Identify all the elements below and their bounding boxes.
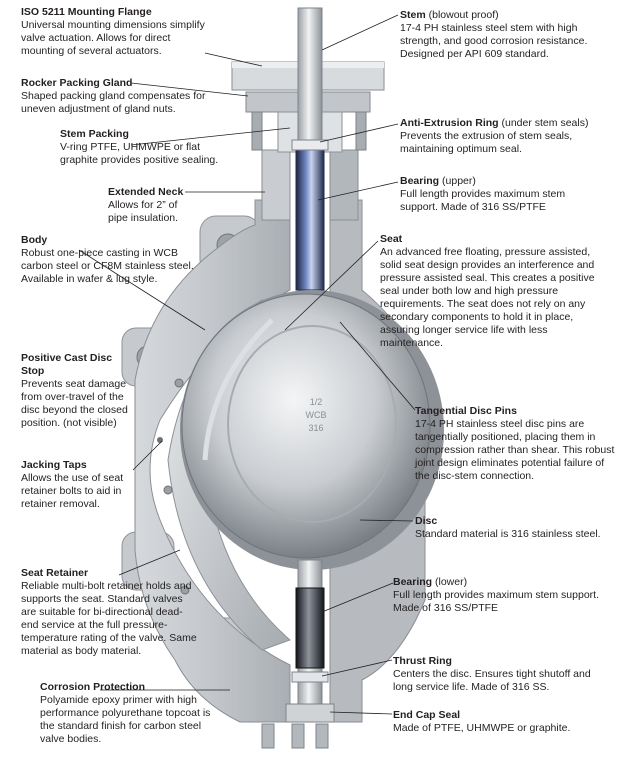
lower-bearing	[295, 587, 325, 669]
upper-bearing	[295, 149, 325, 291]
callout-desc: Centers the disc. Ensures tight shutoff …	[393, 668, 591, 693]
callout-title: Disc	[415, 515, 438, 527]
callout-rocker-gland: Rocker Packing Gland Shaped packing glan…	[21, 77, 221, 116]
callout-jacking-taps: Jacking Taps Allows the use of seat reta…	[21, 459, 133, 511]
callout-positive-stop: Positive Cast Disc Stop Prevents seat da…	[21, 352, 133, 430]
callout-iso-flange: ISO 5211 Mounting Flange Universal mount…	[21, 6, 211, 58]
callout-desc: Full length provides maximum stem suppor…	[393, 589, 599, 614]
callout-title: Body	[21, 234, 48, 246]
callout-title: Anti-Extrusion Ring	[400, 117, 499, 129]
callout-subtitle: (under stem seals)	[501, 117, 589, 129]
callout-title: ISO 5211 Mounting Flange	[21, 6, 152, 18]
callout-anti-extrusion: Anti-Extrusion Ring (under stem seals) P…	[400, 117, 610, 156]
callout-title: Seat	[380, 233, 403, 245]
callout-thrust-ring: Thrust Ring Centers the disc. Ensures ti…	[393, 655, 593, 694]
jacking-tap	[157, 437, 163, 443]
callout-title: Bearing	[393, 576, 433, 588]
callout-disc: Disc Standard material is 316 stainless …	[415, 515, 620, 541]
end-cap-bolt	[261, 723, 275, 749]
callout-stem-packing: Stem Packing V-ring PTFE, UHMWPE or flat…	[60, 128, 230, 167]
callout-extended-neck: Extended Neck Allows for 2” of pipe insu…	[108, 186, 198, 225]
callout-desc: Prevents the extrusion of stem seals, ma…	[400, 130, 573, 155]
seat	[202, 318, 274, 461]
callout-title: Positive Cast Disc Stop	[21, 352, 113, 377]
callout-desc: Made of PTFE, UHMWPE or graphite.	[393, 722, 571, 734]
callout-desc: 17-4 PH stainless steel disc pins are ta…	[415, 418, 615, 482]
callout-title: Rocker Packing Gland	[21, 77, 133, 89]
end-cap-bolt	[315, 723, 329, 749]
disc-marking: 316	[308, 423, 323, 433]
callout-subtitle: (lower)	[435, 576, 468, 588]
callout-stem: Stem (blowout proof) 17-4 PH stainless s…	[400, 9, 590, 61]
callout-desc: 17-4 PH stainless steel stem with high s…	[400, 22, 588, 60]
retainer-bolt	[174, 378, 184, 388]
callout-subtitle: (blowout proof)	[428, 9, 499, 21]
callout-title: Stem Packing	[60, 128, 129, 140]
callout-bearing-lower: Bearing (lower) Full length provides max…	[393, 576, 613, 615]
callout-desc: Shaped packing gland compensates for une…	[21, 90, 206, 115]
callout-seat: Seat An advanced free floating, pressure…	[380, 233, 610, 350]
callout-desc: Robust one-piece casting in WCB carbon s…	[21, 247, 194, 285]
callout-title: Tangential Disc Pins	[415, 405, 517, 417]
end-cap-seal	[285, 703, 335, 723]
callout-bearing-upper: Bearing (upper) Full length provides max…	[400, 175, 600, 214]
leader-lines	[78, 14, 416, 715]
disc-marking: 1/2	[310, 397, 323, 407]
anti-extrusion-ring	[291, 139, 329, 151]
retainer-bolt	[180, 585, 190, 595]
callout-desc: Allows for 2” of pipe insulation.	[108, 199, 179, 224]
callout-title: Corrosion Protection	[40, 681, 146, 693]
callout-title: Stem	[400, 9, 426, 21]
thrust-ring	[291, 671, 329, 683]
callout-seat-retainer: Seat Retainer Reliable multi-bolt retain…	[21, 567, 199, 658]
callout-desc: An advanced free floating, pressure assi…	[380, 246, 595, 349]
callout-title: Bearing	[400, 175, 440, 187]
callout-desc: Allows the use of seat retainer bolts to…	[21, 472, 124, 510]
callout-title: End Cap Seal	[393, 709, 461, 721]
callout-subtitle: (upper)	[442, 175, 476, 187]
callout-desc: Full length provides maximum stem suppor…	[400, 188, 566, 213]
callout-desc: Reliable multi-bolt retainer holds and s…	[21, 580, 197, 657]
callout-corrosion: Corrosion Protection Polyamide epoxy pri…	[40, 681, 220, 746]
callout-title: Jacking Taps	[21, 459, 87, 471]
callout-title: Seat Retainer	[21, 567, 89, 579]
end-cap-bolt	[291, 723, 305, 749]
disc: 1/2 WCB 316	[180, 290, 444, 570]
callout-desc: Universal mounting dimensions simplify v…	[21, 19, 205, 57]
callout-desc: V-ring PTFE, UHMWPE or flat graphite pro…	[60, 141, 219, 166]
callout-tangential-pins: Tangential Disc Pins 17-4 PH stainless s…	[415, 405, 615, 483]
callout-desc: Standard material is 316 stainless steel…	[415, 528, 601, 540]
callout-desc: Prevents seat damage from over-travel of…	[21, 378, 128, 429]
callout-title: Extended Neck	[108, 186, 184, 198]
retainer-bolt	[163, 485, 173, 495]
callout-desc: Polyamide epoxy primer with high perform…	[40, 694, 211, 745]
callout-end-cap: End Cap Seal Made of PTFE, UHMWPE or gra…	[393, 709, 593, 735]
disc-marking: WCB	[306, 410, 327, 420]
callout-title: Thrust Ring	[393, 655, 452, 667]
callout-body: Body Robust one-piece casting in WCB car…	[21, 234, 196, 286]
